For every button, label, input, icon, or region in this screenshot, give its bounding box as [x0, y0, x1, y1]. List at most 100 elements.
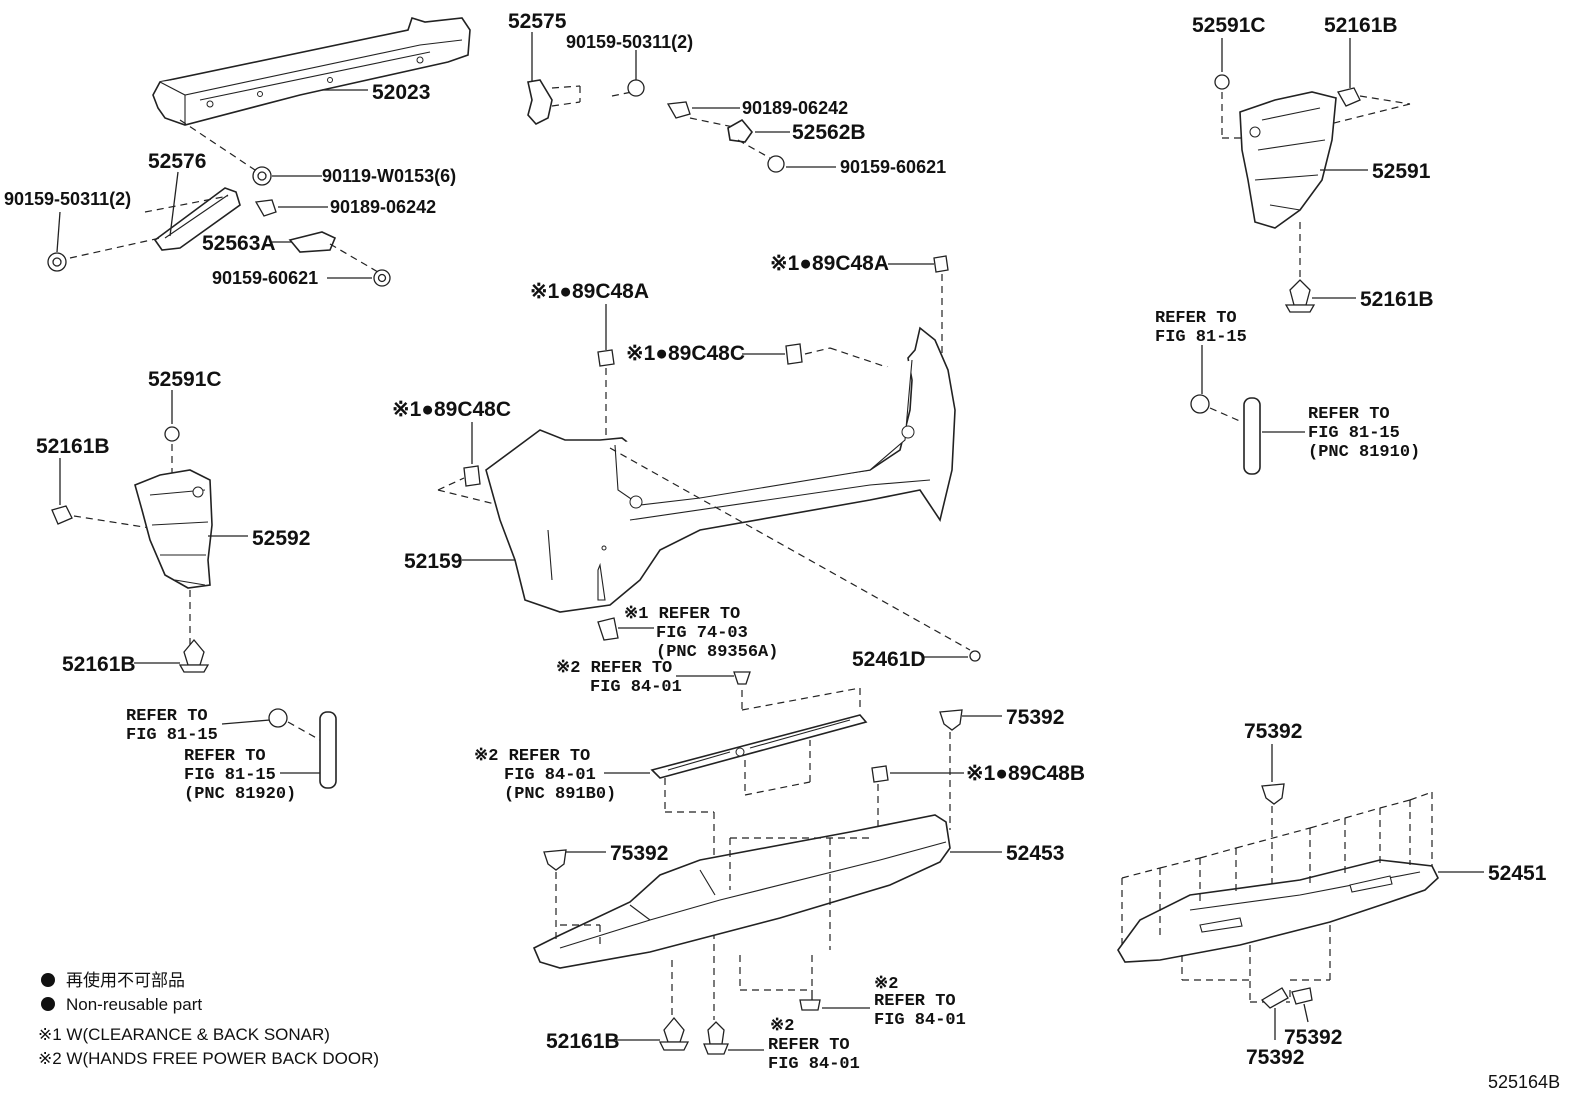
ref-bot-b-1: ※2	[770, 1017, 794, 1036]
label-52592: 52592	[252, 527, 310, 550]
clip-75392-a	[939, 709, 963, 731]
ref-bot-b-2: REFER TO	[768, 1036, 850, 1055]
ref-right-b-1: REFER TO	[1308, 405, 1390, 424]
label-52576: 52576	[148, 150, 206, 173]
label-52591: 52591	[1372, 160, 1431, 183]
sensor-retainer-89C48C-mid	[785, 343, 803, 365]
ref-mid-c-2: FIG 84-01	[504, 766, 596, 785]
bolt-90159-60621-left	[327, 269, 391, 287]
ref-bot-a-3: FIG 84-01	[874, 1011, 966, 1030]
sensor-retainer-89C48C-left	[463, 465, 481, 487]
label-90159-50311-top: 90159-50311(2)	[566, 32, 693, 52]
label-75392-a: 75392	[1006, 706, 1064, 729]
ref-left-a-1: REFER TO	[126, 707, 208, 726]
sensor-bracket-891B0	[650, 714, 868, 779]
bolt-left-81-15	[268, 708, 288, 728]
bolt-90159-50311-top	[627, 50, 645, 97]
ref-right-b-2: FIG 81-15	[1308, 424, 1400, 443]
clip-52461D	[969, 650, 981, 662]
mudguard-52591	[1239, 91, 1368, 229]
label-90159-50311-left: 90159-50311(2)	[4, 189, 131, 209]
clip-90189-06242-top	[666, 101, 740, 119]
label-90189-06242-left: 90189-06242	[330, 197, 436, 217]
bolt-right-81-15	[1190, 394, 1210, 414]
non-reusable-bullet-icon	[41, 997, 55, 1011]
ref-mid-a-2: FIG 74-03	[656, 624, 748, 643]
clip-52161B-left-top	[51, 505, 73, 525]
label-52451: 52451	[1488, 862, 1547, 885]
ref-left-b-2: FIG 81-15	[184, 766, 276, 785]
legend-note-2: ※2 W(HANDS FREE POWER BACK DOOR)	[38, 1049, 379, 1068]
label-90159-60621-top: 90159-60621	[840, 157, 946, 177]
clip-75392-b	[543, 849, 567, 871]
mudguard-52592	[134, 469, 248, 589]
reflector-left	[319, 711, 337, 789]
label-52161B-left-bot: 52161B	[62, 653, 136, 676]
label-52161B-left-top: 52161B	[36, 435, 110, 458]
clip-52161B-left-bot	[134, 638, 210, 673]
clip-84-01-top	[733, 671, 751, 685]
label-90159-60621-left: 90159-60621	[212, 268, 318, 288]
ref-right-a-1: REFER TO	[1155, 309, 1237, 328]
label-89C48C-left: ※1●89C48C	[392, 398, 511, 421]
label-75392-c: 75392	[1244, 720, 1302, 743]
label-52591C-right: 52591C	[1192, 14, 1266, 37]
label-52453: 52453	[1006, 842, 1064, 865]
bracket-52575	[527, 79, 553, 125]
legend-en: Non-reusable part	[66, 995, 202, 1014]
ref-mid-b-2: FIG 84-01	[590, 678, 682, 697]
illustration-code: 525164B	[1488, 1072, 1560, 1092]
bracket-52562B	[727, 118, 790, 143]
lower-garnish-52453	[532, 814, 1002, 969]
bracket-52576	[153, 171, 241, 251]
label-52591C-left: 52591C	[148, 368, 222, 391]
label-90189-06242-top: 90189-06242	[742, 98, 848, 118]
garnish-52451-guide-lines	[1121, 791, 1433, 1003]
label-52461D: 52461D	[852, 648, 926, 671]
ref-mid-a-1: ※1 REFER TO	[624, 605, 740, 624]
ref-right-b-3: (PNC 81910)	[1308, 443, 1420, 462]
label-52023: 52023	[372, 81, 430, 104]
label-52562B: 52562B	[792, 121, 866, 144]
ref-mid-c-3: (PNC 891B0)	[504, 785, 616, 804]
ref-left-b-1: REFER TO	[184, 747, 266, 766]
legend-jp: 再使用不可部品	[66, 970, 185, 990]
label-89C48A-mid: ※1●89C48A	[530, 280, 649, 303]
label-52161B-right-bot: 52161B	[1360, 288, 1434, 311]
label-89C48B: ※1●89C48B	[966, 762, 1085, 785]
bolt-90159-60621-top	[767, 155, 836, 173]
ref-bot-a-2: REFER TO	[874, 992, 956, 1011]
ref-bot-b-3: FIG 84-01	[768, 1055, 860, 1074]
clip-75392-c	[1261, 783, 1285, 805]
label-75392-b: 75392	[610, 842, 668, 865]
legend-note-1: ※1 W(CLEARANCE & BACK SONAR)	[38, 1025, 330, 1044]
ref-mid-c-1: ※2 REFER TO	[474, 747, 590, 766]
label-90119-W0153: 90119-W0153(6)	[322, 166, 456, 186]
label-89C48A-right: ※1●89C48A	[770, 252, 889, 275]
bolt-90159-50311-left	[47, 211, 67, 272]
non-reusable-bullet-icon	[41, 973, 55, 987]
ref-left-a-2: FIG 81-15	[126, 726, 218, 745]
ref-left-b-3: (PNC 81920)	[184, 785, 296, 804]
bracket-52563A	[272, 231, 337, 253]
label-52575: 52575	[508, 10, 567, 33]
nut-52591C-right	[1214, 74, 1230, 90]
nut-52591C-left	[164, 426, 180, 442]
bolt-90119-W0153	[252, 166, 322, 186]
lower-garnish-52451	[1117, 859, 1484, 963]
label-52159: 52159	[404, 550, 462, 573]
sensor-retainer-89C48B	[871, 765, 889, 783]
label-89C48C-mid: ※1●89C48C	[626, 342, 745, 365]
label-52161B-bottom: 52161B	[546, 1030, 620, 1053]
clip-84-01-bottom-b	[799, 990, 870, 1011]
clip-84-01-bottom-a	[703, 1021, 764, 1055]
sensor-cap	[597, 617, 619, 641]
label-52563A: 52563A	[202, 232, 276, 255]
clip-90189-06242-left	[254, 199, 328, 217]
clip-75392-e	[1260, 987, 1289, 1009]
ref-bot-a-1: ※2	[874, 975, 898, 994]
label-75392-e: 75392	[1246, 1046, 1304, 1069]
sensor-retainer-89C48A-right	[933, 255, 949, 273]
ref-mid-b-1: ※2 REFER TO	[556, 659, 672, 678]
